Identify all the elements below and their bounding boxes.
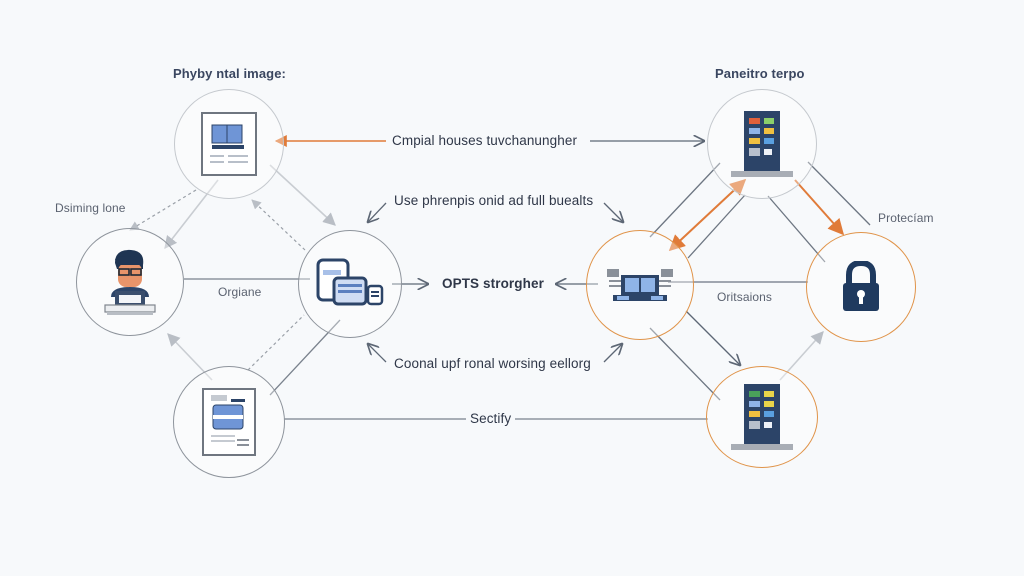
edge-server-hub-1 xyxy=(649,162,721,238)
edge-server-lock-2 xyxy=(807,161,871,226)
edge-server-lock-1 xyxy=(767,195,826,263)
node-document-top[interactable] xyxy=(174,89,284,199)
edge-label-bottom: Sectify xyxy=(466,411,516,426)
node-document-bottom[interactable] xyxy=(173,366,285,478)
edge-doc-to-devices xyxy=(269,164,336,226)
edge-devices-doc-bottom-dashed xyxy=(247,314,305,371)
edge-label-organe: Orgiane xyxy=(218,285,262,299)
arrow-upper-left xyxy=(368,202,387,222)
server-icon xyxy=(731,384,793,450)
left-cluster-title: Phyby ntal image: xyxy=(173,66,286,81)
edge-label-lower-middle: Coonal upf ronal worsing eellorg xyxy=(390,356,595,371)
lock-icon xyxy=(843,261,879,311)
node-network-hub[interactable] xyxy=(586,230,694,340)
edge-doc-to-user-dashed xyxy=(129,189,197,231)
edge-label-middle: OPTS strorgher xyxy=(438,276,548,291)
edge-server-lock-orange xyxy=(794,179,845,236)
lock-side-label: Protecíam xyxy=(878,211,934,225)
node-lock[interactable] xyxy=(806,232,916,342)
edge-hub-server-bottom xyxy=(649,327,721,401)
node-devices[interactable] xyxy=(298,230,402,338)
edge-devices-to-doc-dashed xyxy=(251,199,306,251)
edge-label-upper-middle: Use phrenpis onid ad full buealts xyxy=(390,193,598,208)
user-side-label: Dsiming lone xyxy=(55,201,126,215)
developer-user-icon xyxy=(104,249,156,315)
network-switch-icon xyxy=(607,269,673,301)
document-icon xyxy=(202,388,256,456)
arrow-lower-left xyxy=(368,344,387,363)
edge-label-top: Cmpial houses tuvchanungher xyxy=(388,133,582,148)
edge-label-orinations: Oritsaions xyxy=(717,290,773,304)
node-server-top[interactable] xyxy=(707,89,817,199)
edge-server-hub-2 xyxy=(687,194,746,259)
edge-server-hub-orange xyxy=(668,178,747,252)
arrow-upper-right xyxy=(603,202,623,222)
document-icon xyxy=(201,112,257,176)
edge-hub-server-bottom-arrow xyxy=(685,310,740,365)
right-cluster-title: Paneitro terpo xyxy=(715,66,805,81)
arrow-lower-right xyxy=(603,344,622,363)
server-icon xyxy=(731,111,793,177)
node-user[interactable] xyxy=(76,228,184,336)
node-server-bottom[interactable] xyxy=(706,366,818,468)
devices-icon xyxy=(316,258,384,306)
